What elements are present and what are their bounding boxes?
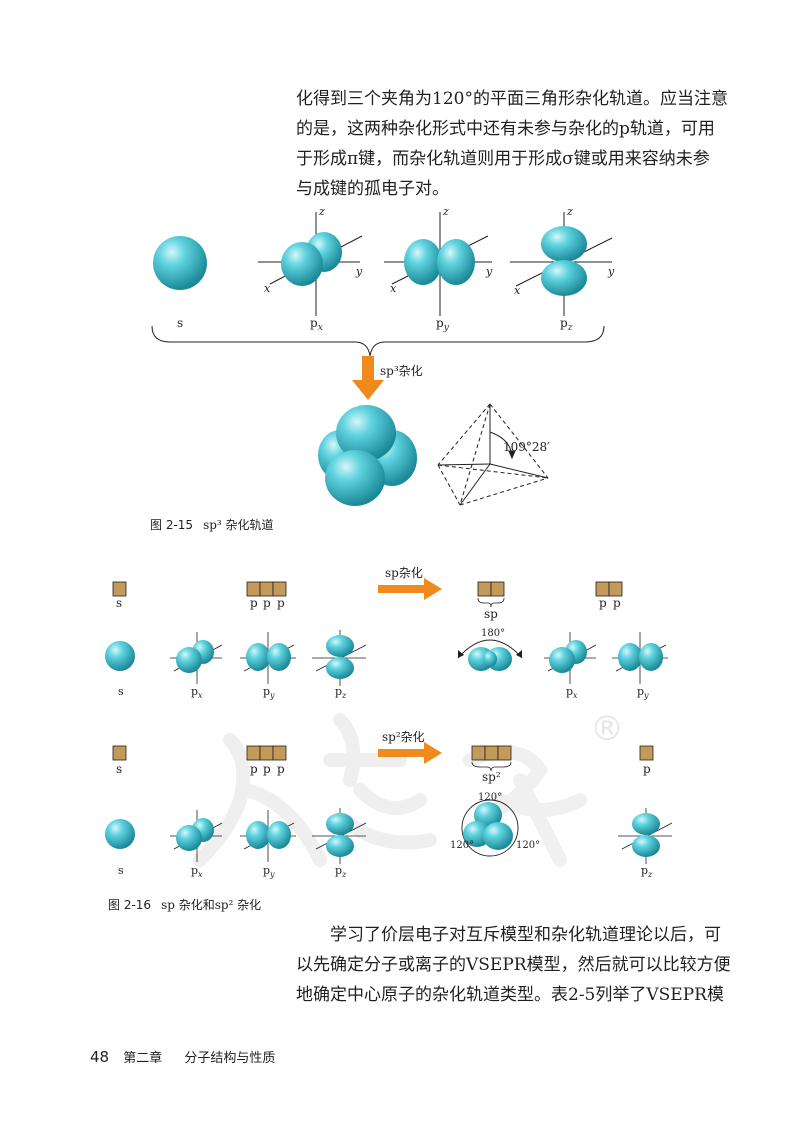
sp3-hybrid-orbitals: [318, 405, 417, 506]
caption-number: 图 2-15: [150, 518, 194, 532]
sp2-angle: 120°: [450, 840, 474, 851]
outro-paragraph: 学习了价层电子对互斥模型和杂化轨道理论以后，可 以先确定分子或离子的VSEPR模…: [296, 920, 731, 1010]
sp2-orbital-boxes: [471, 745, 512, 772]
outro-line: 地确定中心原子的杂化轨道类型。表2-5列举了VSEPR模: [296, 985, 724, 1005]
px-orbital: [170, 632, 223, 684]
sp-angle: 180°: [481, 628, 505, 639]
px-label: px: [566, 685, 578, 700]
axis-z: z: [318, 205, 325, 218]
py-label: py: [263, 864, 275, 879]
axis-x: x: [514, 284, 521, 297]
s-orbital-box: [112, 581, 127, 597]
remaining-py-orbital: [612, 632, 668, 684]
remaining-p-box: [639, 745, 654, 761]
box-label: p: [277, 762, 285, 776]
sp-hybrid-orbitals: [457, 639, 523, 671]
figure-2-16-caption: 图 2-16 sp 杂化和sp² 杂化: [108, 896, 261, 913]
sp3-arrow: [352, 356, 384, 400]
px-orbital: [258, 212, 363, 316]
px-label: px: [191, 685, 203, 700]
s-label: s: [177, 316, 183, 330]
s-orbital-box: [112, 745, 127, 761]
sp2-arrow-label: sp²杂化: [382, 730, 425, 744]
s-orbital: [105, 819, 135, 849]
intro-paragraph: 化得到三个夹角为120°的平面三角形杂化轨道。应当注意 的是，这两种杂化形式中还…: [296, 84, 728, 204]
svg-text:®: ®: [590, 709, 624, 749]
tetrahedron-diagram: [437, 403, 549, 506]
pz-orbital: [312, 808, 367, 864]
box-label: p: [613, 596, 621, 610]
pz-label: pz: [641, 864, 653, 879]
box-label: sp²: [482, 770, 501, 784]
s-orbital: [153, 236, 207, 290]
caption-text: sp³ 杂化轨道: [203, 518, 274, 532]
caption-number: 图 2-16: [108, 898, 152, 912]
box-label: p: [250, 596, 258, 610]
page-footer: 48 第二章 分子结构与性质: [90, 1047, 275, 1066]
sp2-arrow: [378, 742, 442, 764]
p-orbital-boxes: [246, 745, 287, 761]
intro-line: 与成键的孤电子对。: [296, 179, 449, 199]
p-orbital-boxes: [246, 581, 287, 597]
caption-text: sp 杂化和sp² 杂化: [161, 898, 262, 912]
box-label: p: [263, 762, 271, 776]
sp3-arrow-label: sp³杂化: [380, 364, 423, 378]
axis-x: x: [264, 282, 271, 295]
py-label: py: [637, 685, 649, 700]
box-label: s: [116, 762, 122, 776]
py-label: py: [263, 685, 275, 700]
sp2-angle: 120°: [516, 840, 540, 851]
box-label: p: [277, 596, 285, 610]
axis-x: x: [390, 282, 397, 295]
py-orbital: [240, 632, 296, 684]
pz-label: pz: [335, 864, 347, 879]
pz-orbital: [510, 212, 613, 316]
sp2-hybrid-orbitals: [461, 799, 519, 857]
py-orbital: [240, 810, 296, 862]
intro-line: 的是，这两种杂化形式中还有未参与杂化的p轨道，可用: [296, 119, 715, 139]
s-label: s: [118, 685, 124, 698]
curly-brace: [151, 325, 605, 357]
outro-line: 学习了价层电子对互斥模型和杂化轨道理论以后，可: [330, 925, 721, 945]
py-orbital: [384, 212, 492, 316]
intro-line: 于形成π键，而杂化轨道则用于形成σ键或用来容纳未参: [296, 149, 710, 169]
remaining-p-boxes: [595, 581, 623, 597]
remaining-pz-orbital: [618, 808, 673, 864]
axis-y: y: [607, 265, 615, 278]
box-label: p: [263, 596, 271, 610]
intro-line: 化得到三个夹角为120°的平面三角形杂化轨道。应当注意: [296, 89, 728, 109]
figure-2-15-caption: 图 2-15 sp³ 杂化轨道: [150, 516, 274, 533]
px-orbital: [170, 810, 223, 862]
sp-orbital-boxes: [477, 581, 505, 608]
box-label: p: [599, 596, 607, 610]
s-label: s: [118, 864, 124, 877]
s-orbital: [105, 641, 135, 671]
axis-z: z: [566, 205, 573, 218]
box-label: sp: [484, 607, 498, 621]
outro-line: 以先确定分子或离子的VSEPR模型，然后就可以比较方便: [296, 955, 731, 975]
pz-orbital: [312, 630, 367, 686]
axis-y: y: [485, 265, 493, 278]
axis-y: y: [355, 265, 363, 278]
sp2-angle: 120°: [478, 792, 502, 803]
sp-arrow: [378, 578, 442, 600]
px-label: px: [310, 316, 323, 333]
box-label: s: [116, 596, 122, 610]
sp-arrow-label: sp杂化: [385, 566, 423, 580]
tetrahedral-angle: 109°28′: [503, 440, 550, 454]
px-label: px: [191, 864, 203, 879]
py-label: py: [436, 316, 450, 333]
pz-label: pz: [560, 316, 573, 333]
chapter-title: 分子结构与性质: [184, 1051, 276, 1066]
box-label: p: [250, 762, 258, 776]
pz-label: pz: [335, 685, 347, 700]
remaining-px-orbital: [544, 632, 597, 684]
axis-z: z: [442, 205, 449, 218]
chapter-label: 第二章: [123, 1051, 163, 1066]
page-number: 48: [90, 1048, 110, 1066]
box-label: p: [643, 762, 651, 776]
